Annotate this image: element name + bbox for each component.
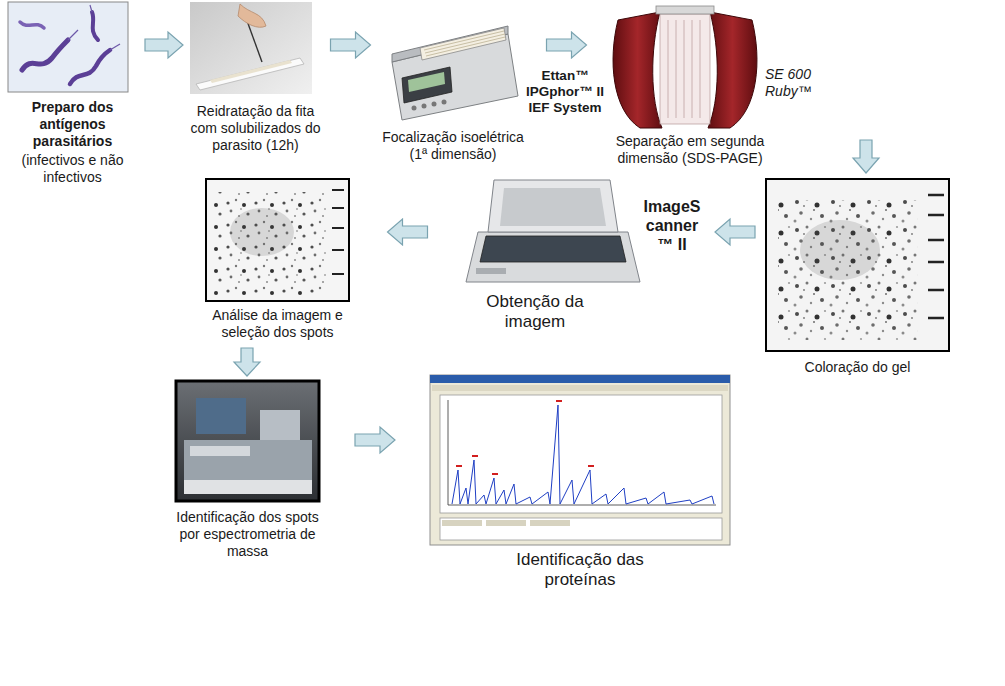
image-area [175,380,320,506]
block-arrow [388,219,428,245]
caption: Separação em segunda dimensão (SDS-PAGE) [605,133,775,167]
caption: Focalização isoelétrica (1ª dimensão) [378,129,528,163]
gel-analysis-image [206,179,349,301]
image-area [188,2,323,100]
electrophoresis-tank [613,6,757,128]
caption: Obtenção da imagem [465,292,605,333]
block-arrow [547,32,587,58]
block-arrow [355,427,395,453]
image-area [765,178,950,356]
caption: Reidratação da fita com solubilizados do… [188,103,323,153]
image-area [5,2,140,96]
block-arrow [145,32,183,58]
brand-label: Ettan™ IPGphor™ II IEF System [524,68,606,117]
brand-label: ImageScanner™ II [640,197,704,255]
image-area [605,2,775,130]
caption: Coloração do gel [765,359,950,376]
step-node: Focalização isoelétrica (1ª dimensão)Ett… [378,4,528,166]
caption: Identificação das proteínas [500,550,660,591]
parasite-micrograph [8,2,128,92]
ief-unit [392,26,518,120]
block-arrow [331,32,371,58]
scanner [466,180,640,282]
caption: Identificação dos spots por espectrometr… [175,509,320,559]
stained-gel [766,179,949,351]
caption: (infectivos e não infectivos [5,152,140,186]
step-node: Preparo dos antígenos parasitários(infec… [5,2,140,189]
strip-photo [190,2,312,94]
step-node: Identificação das proteínas [430,375,730,594]
spectrum-screenshot [430,375,730,545]
image-area [200,178,355,304]
step-node: Identificação dos spots por espectrometr… [175,380,320,563]
image-area [378,4,528,126]
image-area [430,375,730,547]
caption: Preparo dos antígenos parasitários [5,99,140,149]
caption: Análise da imagem e seleção dos spots [200,307,355,341]
step-node: Reidratação da fita com solubilizados do… [188,2,323,157]
brand-label: SE 600 Ruby™ [765,66,817,100]
block-arrow [234,348,260,376]
step-node: Análise da imagem e seleção dos spots [200,178,355,344]
step-node: Separação em segunda dimensão (SDS-PAGE)… [605,2,775,170]
block-arrow [715,219,755,245]
block-arrow [853,140,879,173]
mass-spectrometer-photo [176,381,319,501]
step-node: Obtenção da imagem ImageScanner™ II [460,175,705,336]
step-node: Coloração do gel [765,178,950,379]
